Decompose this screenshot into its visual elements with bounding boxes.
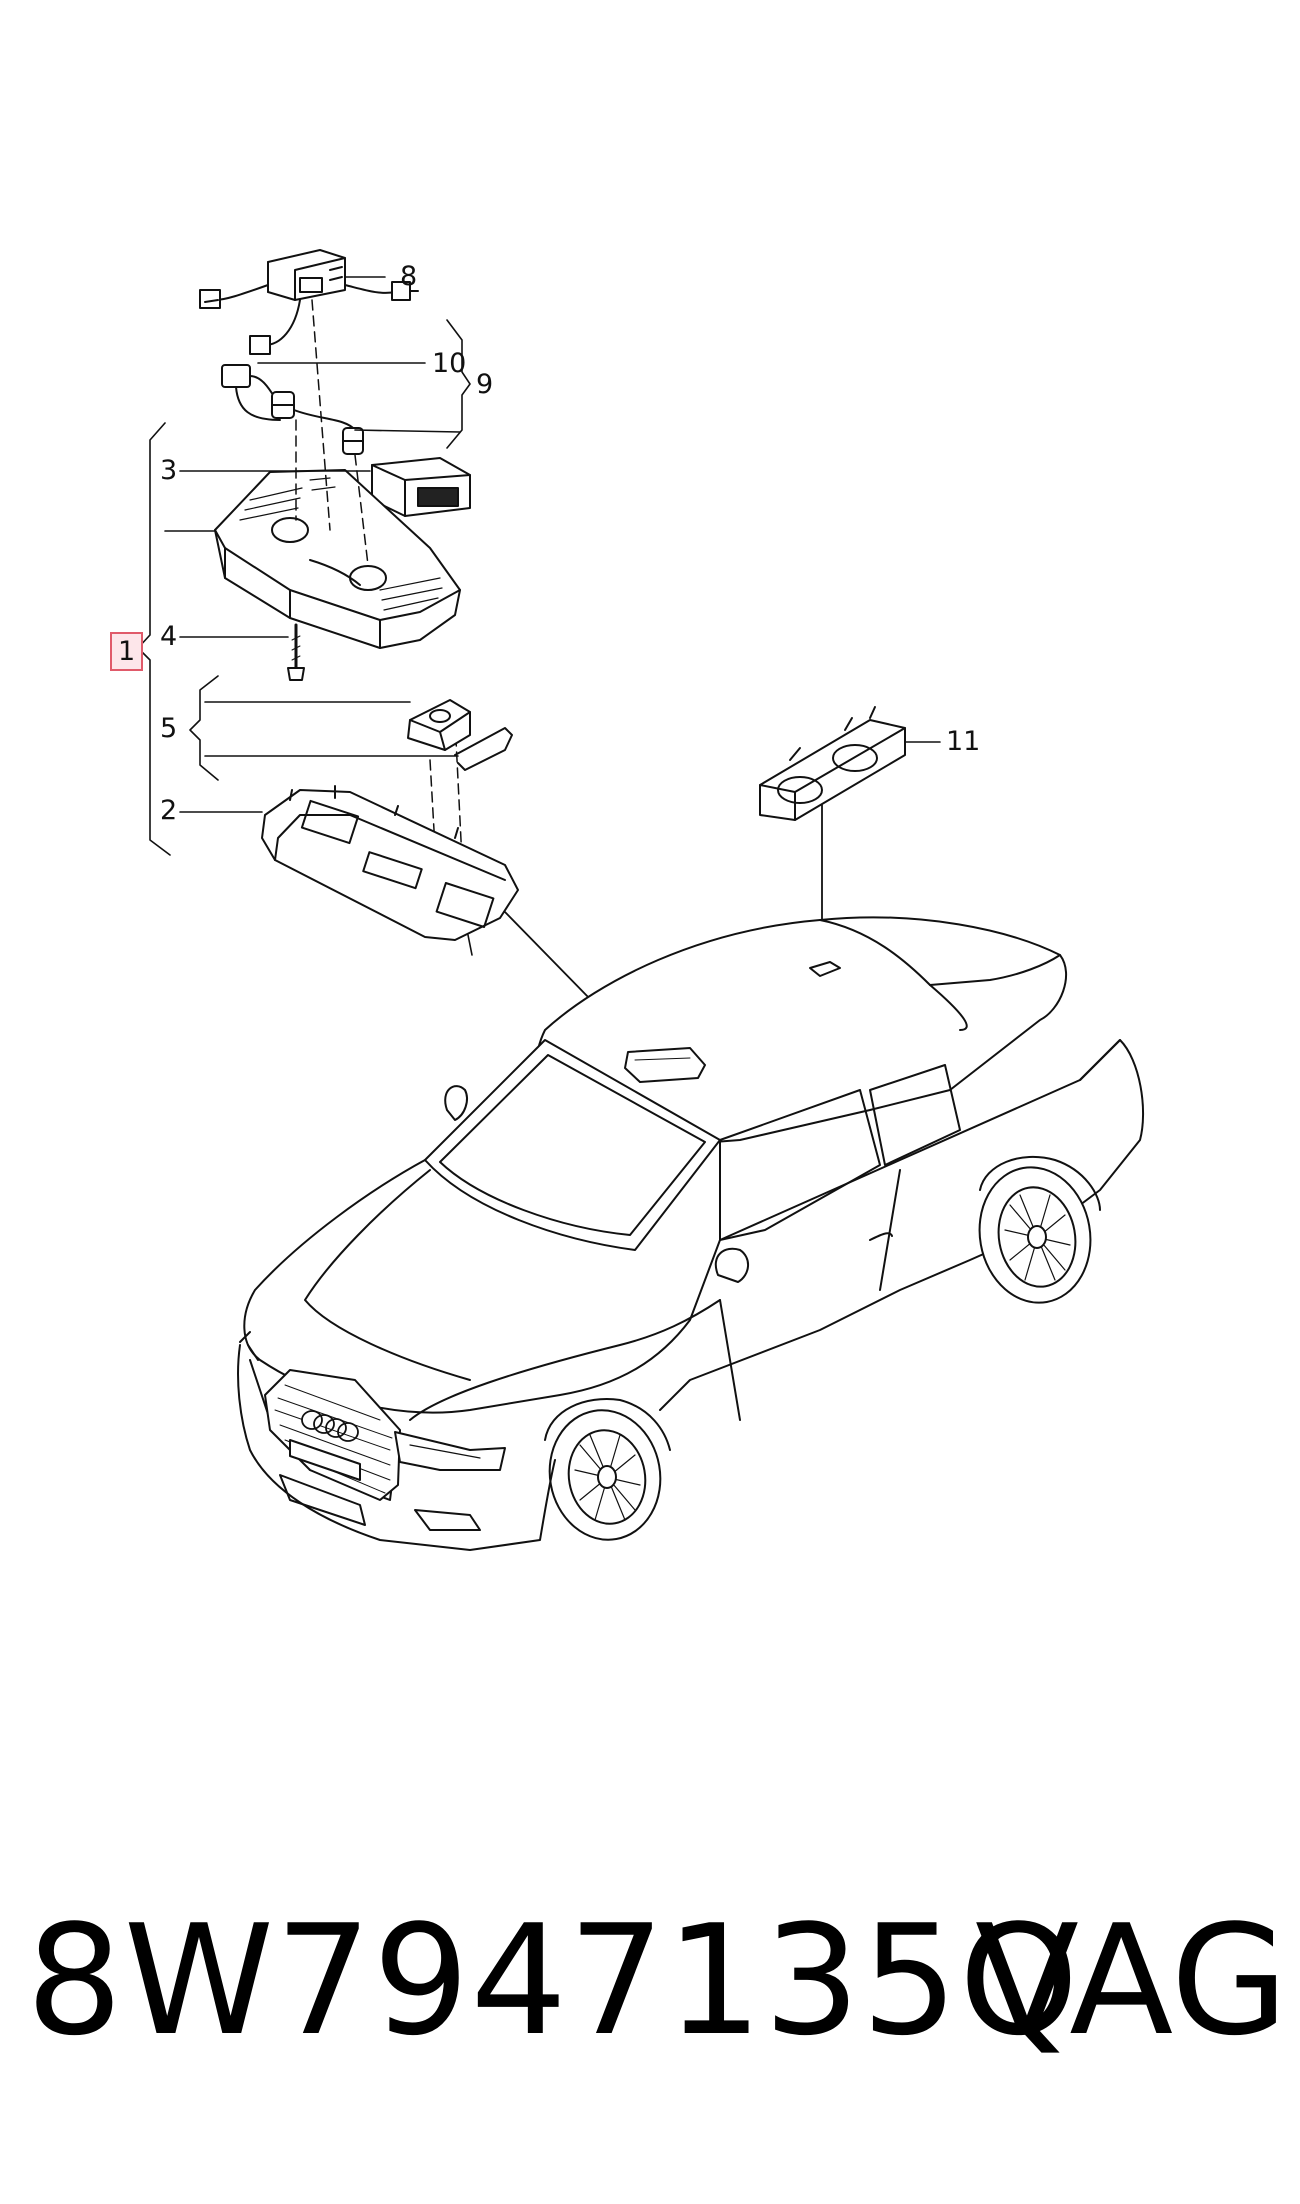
- car-illustration: [238, 917, 1143, 1550]
- callout-11: 11: [946, 726, 981, 757]
- callout-1: 1: [110, 632, 144, 671]
- part-number-text: 8W7947135Q: [26, 1892, 1080, 2069]
- callout-4: 4: [160, 621, 178, 652]
- part-1-housing: [215, 470, 460, 648]
- callout-5: 5: [160, 713, 178, 744]
- callout-8: 8: [400, 261, 418, 292]
- part-4-screw: [288, 625, 304, 680]
- part-10-harness: [222, 365, 363, 454]
- part-5-lens: [408, 700, 512, 770]
- part-11-rear-lamp: [760, 707, 905, 820]
- callout-2: 2: [160, 795, 178, 826]
- part-2-trim-cover: [262, 786, 518, 940]
- car-logo-rings: [302, 1411, 358, 1441]
- callout-10: 10: [432, 348, 467, 379]
- callout-3: 3: [160, 455, 178, 486]
- part-8-control-module: [200, 250, 418, 354]
- callout-9: 9: [476, 369, 494, 400]
- brand-text: VAG: [975, 1892, 1289, 2069]
